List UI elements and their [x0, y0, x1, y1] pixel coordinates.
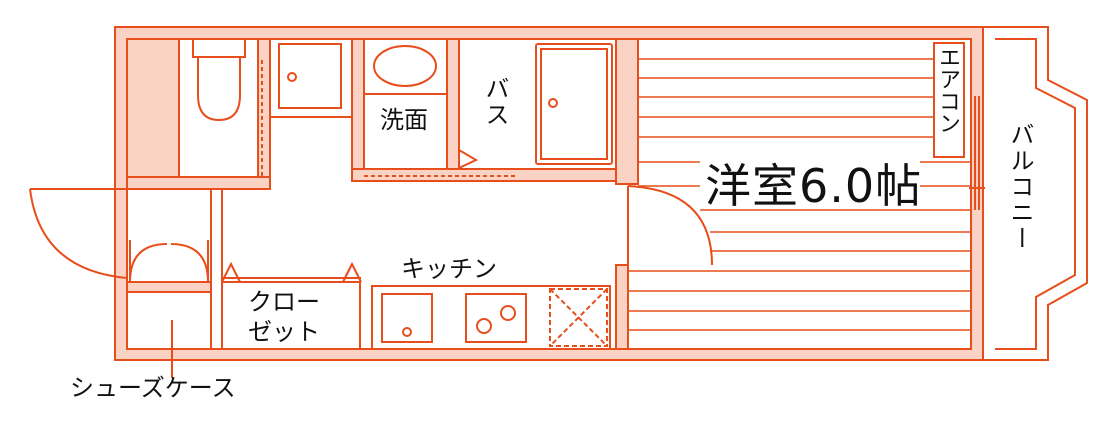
wall-toilet-right — [257, 38, 271, 190]
door-swing-icon — [627, 185, 713, 266]
aircon-box — [933, 42, 965, 158]
shoe-case-label: シューズケース — [70, 374, 236, 402]
unit-bath — [363, 38, 617, 170]
stove-icon — [465, 293, 527, 343]
kitchen-label: キッチン — [401, 255, 497, 283]
washroom-label: 洗面 — [380, 106, 428, 134]
bathtub-icon — [535, 43, 613, 165]
shoe-case — [126, 291, 212, 350]
wall-genkan-top — [126, 176, 271, 190]
wall-bath-mid — [446, 38, 460, 170]
toilet-icon — [192, 38, 246, 122]
wash-cabinet — [269, 38, 353, 118]
bath-label: バス — [481, 76, 509, 128]
western-room-label: 洋室6.0帖 — [705, 159, 923, 213]
washbasin-icon — [364, 45, 447, 95]
kitchen-counter — [371, 285, 611, 350]
aircon-label: エアコン — [935, 46, 960, 134]
closet — [221, 281, 361, 350]
toilet-room — [178, 38, 259, 178]
balcony-label: バルコニー — [1006, 122, 1034, 252]
wall-room-left — [615, 38, 639, 185]
genkan-wall-block — [126, 38, 180, 190]
entrance-door-icon — [29, 188, 128, 282]
wall-unitbath-left — [351, 38, 365, 182]
wall-room-left-lower — [615, 264, 629, 350]
flooring-lines — [628, 58, 971, 331]
sink-icon — [381, 293, 433, 343]
wall-shoe-top — [126, 281, 212, 293]
balcony-outline — [983, 26, 1088, 361]
shoe-case-door-icon — [129, 240, 209, 283]
closet-label-line2: ゼット — [248, 318, 320, 346]
fridge-space-icon — [549, 288, 608, 347]
closet-label-line1: クロー — [248, 288, 320, 316]
